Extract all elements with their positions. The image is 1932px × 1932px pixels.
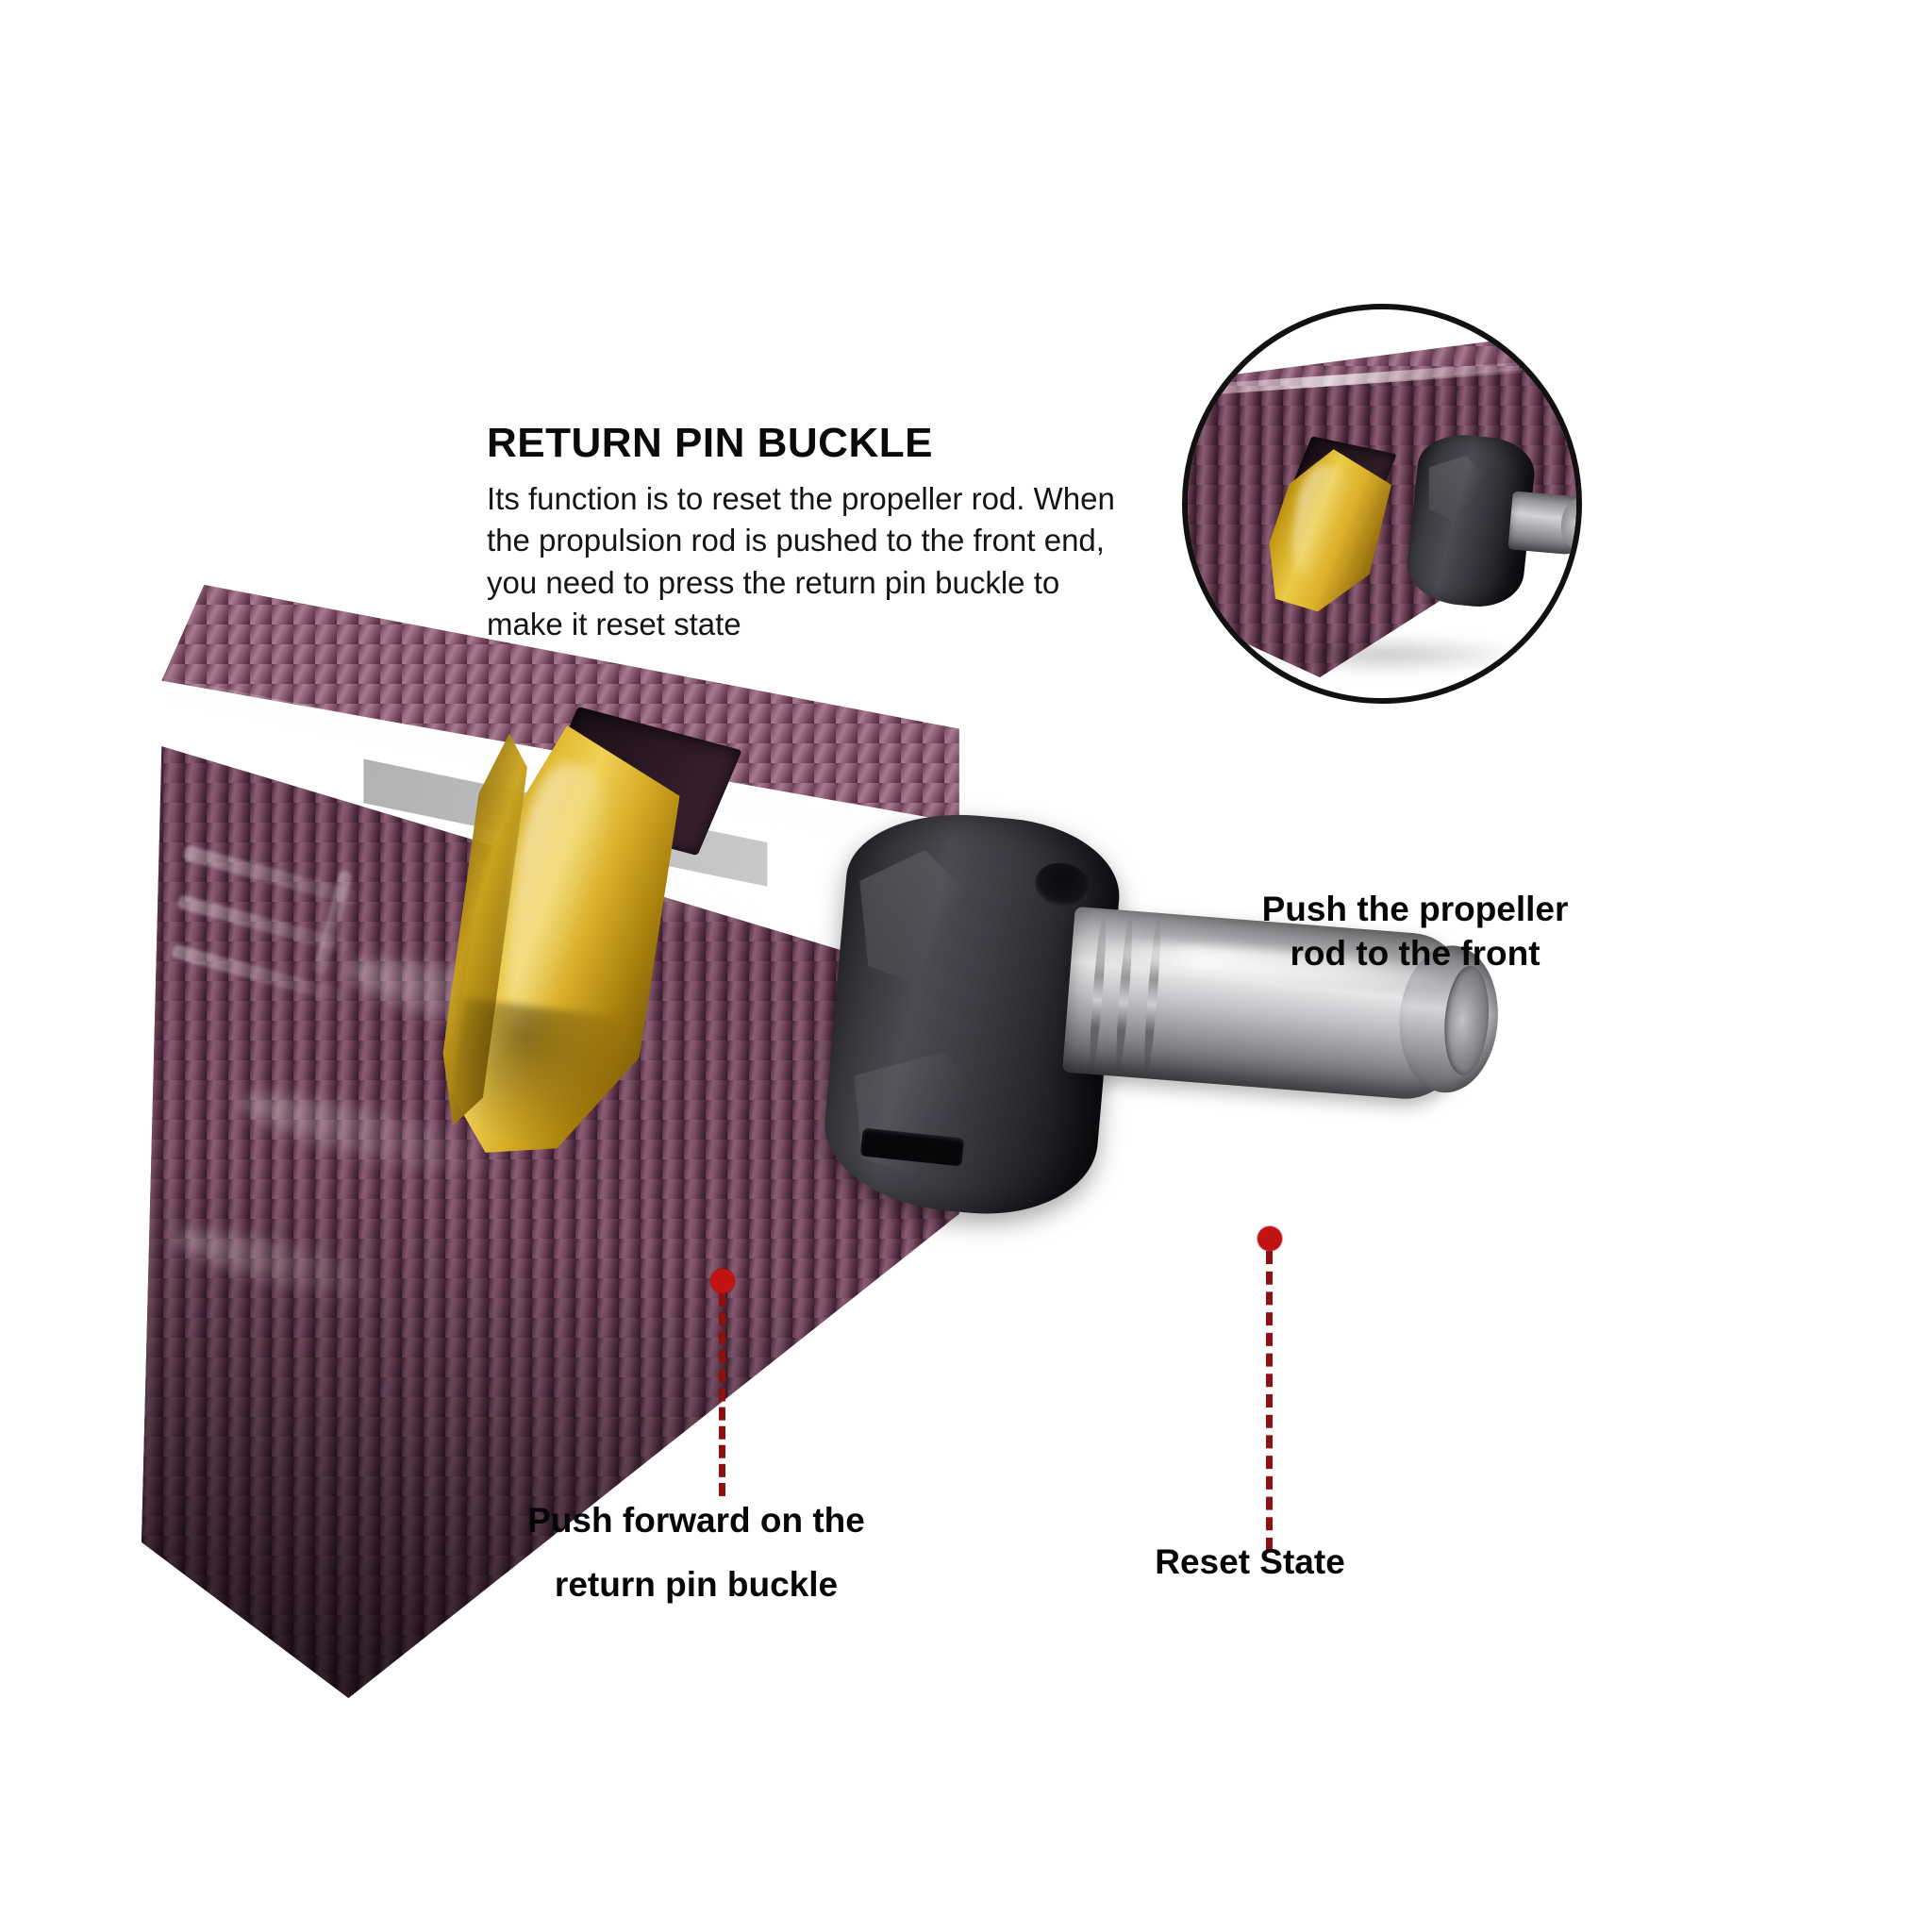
detail-inset-scene	[1188, 309, 1576, 698]
black-knob	[818, 805, 1125, 1224]
callout-line-1: Push forward on the	[527, 1501, 865, 1540]
inset-knob-facet	[1424, 452, 1492, 527]
leader-dot-rod	[1257, 1226, 1282, 1251]
buckle-shading	[445, 997, 632, 1159]
callout-line-2: return pin buckle	[554, 1565, 839, 1605]
page-title: RETURN PIN BUCKLE	[487, 420, 933, 466]
leader-dot-buckle	[710, 1269, 735, 1293]
detail-inset-circle	[1182, 304, 1582, 704]
callout-line-1: Reset State	[1155, 1542, 1345, 1581]
leader-dash-buckle	[719, 1293, 725, 1496]
inset-ground-shadow	[1244, 636, 1527, 674]
callout-push-propeller-rod: Push the propeller rod to the front	[1217, 887, 1613, 976]
info-description: Its function is to reset the propeller r…	[487, 481, 1115, 641]
inset-return-pin-buckle	[1257, 441, 1395, 625]
callout-line-1: Push the propeller	[1261, 890, 1569, 928]
callout-reset-state: Reset State	[1113, 1541, 1387, 1583]
info-block: RETURN PIN BUCKLE Its function is to res…	[487, 420, 1147, 645]
tool-body	[142, 585, 1123, 1698]
leader-dash-rod	[1266, 1251, 1273, 1551]
callout-push-forward-buckle: Push forward on the return pin buckle	[489, 1489, 904, 1618]
product-photo-main	[142, 585, 1509, 1830]
callout-line-2: rod to the front	[1290, 934, 1541, 974]
